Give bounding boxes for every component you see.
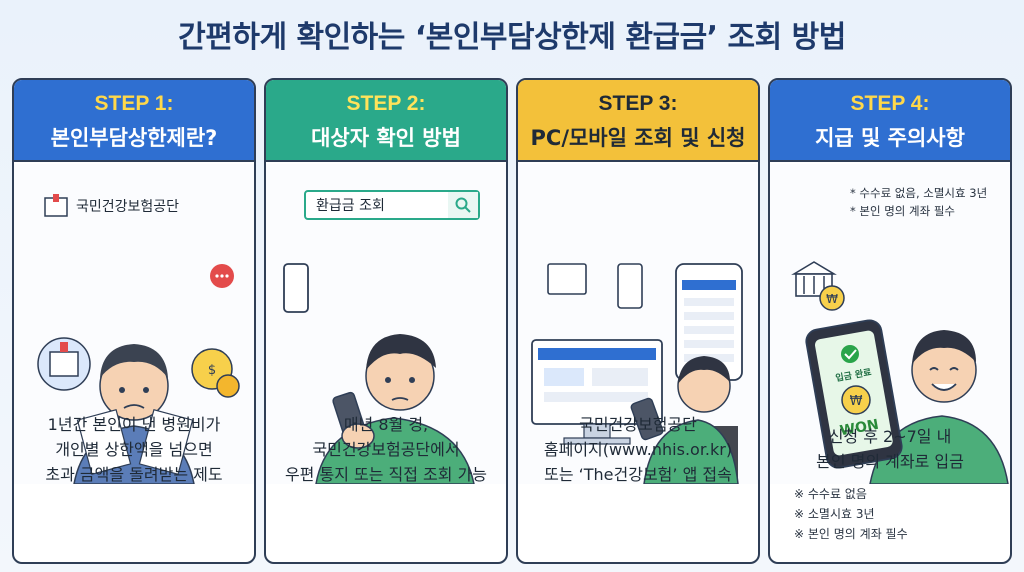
search-text: 환급금 조회 xyxy=(316,198,385,214)
phone-icon xyxy=(283,263,309,313)
desc-line: 또는 ‘The건강보험’ 앱 접속 xyxy=(544,465,732,484)
step-title: 지급 및 주의사항 xyxy=(815,126,965,150)
step-illustration-3 xyxy=(518,164,758,484)
step-header-4: STEP 4: 지급 및 주의사항 xyxy=(770,80,1010,162)
desc-line: 매년 8월 경, xyxy=(343,415,429,434)
check-icon xyxy=(841,345,859,363)
step-header-3: STEP 3: PC/모바일 조회 및 신청 xyxy=(518,80,758,162)
search-input[interactable]: 환급금 조회 xyxy=(304,190,480,220)
svg-text:₩: ₩ xyxy=(826,292,838,306)
step-label: STEP 2: xyxy=(346,92,426,115)
step-card-2: STEP 2: 대상자 확인 방법 환 xyxy=(264,78,508,564)
step-illustration-1: $ xyxy=(14,164,254,484)
desc-line: 개인별 상한액을 넘으면 xyxy=(55,440,213,459)
desc-line: 1년간 본인이 낸 병원비가 xyxy=(47,415,221,434)
desc-line: 신청 후 2~7일 내 xyxy=(828,427,952,446)
desc-line: 본인 명의 계좌로 입금 xyxy=(816,452,964,471)
step-label: STEP 1: xyxy=(94,92,174,115)
step-title: 본인부담상한제란? xyxy=(50,126,218,150)
desc-line: 우편 통지 또는 직접 조회 가능 xyxy=(284,465,488,484)
coin-icon: $ xyxy=(191,348,240,398)
search-icon xyxy=(455,197,471,213)
smiling-person-icon xyxy=(869,330,1009,484)
nhis-logo: 국민건강보험공단 xyxy=(42,192,179,220)
svg-text:$: $ xyxy=(208,363,216,378)
hospital-logo-icon xyxy=(44,194,68,217)
note-line: ※ 소멸시효 3년 xyxy=(794,507,875,521)
step-illustration-4: ₩ 입금 완료 xyxy=(770,164,1010,484)
step-description-1: 1년간 본인이 낸 병원비가 개인별 상한액을 넘으면 초과 금액을 돌려받는 … xyxy=(14,412,254,487)
desc-line: 초과 금액을 돌려받는 제도 xyxy=(45,465,223,484)
page-title: 간편하게 확인하는 ‘본인부담상한제 환급금’ 조회 방법 xyxy=(178,20,846,55)
desc-line: 국민건강보험공단 xyxy=(579,415,697,434)
svg-text:₩: ₩ xyxy=(850,394,863,409)
step-description-2: 매년 8월 경, 국민건강보험공단에서 우편 통지 또는 직접 조회 가능 xyxy=(266,412,506,487)
worried-person-icon xyxy=(73,344,195,484)
step-label: STEP 4: xyxy=(850,92,930,115)
fee-notes: * 수수료 없음, 소멸시효 3년 * 본인 명의 계좌 필수 xyxy=(850,184,987,220)
won-coin-icon: ₩ xyxy=(841,385,871,415)
won-text: WON xyxy=(839,417,880,440)
step-header-1: STEP 1: 본인부담상한제란? xyxy=(14,80,254,162)
step-card-3: STEP 3: PC/모바일 조회 및 신청 xyxy=(516,78,760,564)
person-with-phone-icon xyxy=(315,334,475,484)
won-coin-icon: ₩ xyxy=(819,285,845,311)
step-title: PC/모바일 조회 및 신청 xyxy=(530,126,746,150)
step-card-4: STEP 4: 지급 및 주의사항 ₩ xyxy=(768,78,1012,564)
chat-bubble-icon xyxy=(210,264,234,288)
note-line: ※ 수수료 없음 xyxy=(794,487,867,501)
note-line: * 본인 명의 계좌 필수 xyxy=(850,204,956,218)
step-card-1: STEP 1: 본인부담상한제란? $ xyxy=(12,78,256,564)
step-description-4: 신청 후 2~7일 내 본인 명의 계좌로 입금 xyxy=(770,424,1010,474)
search-button[interactable] xyxy=(448,192,478,218)
note-line: ※ 본인 명의 계좌 필수 xyxy=(794,527,908,541)
step-title: 대상자 확인 방법 xyxy=(311,126,461,150)
small-devices-icon xyxy=(547,263,643,309)
logo-label: 국민건강보험공단 xyxy=(76,199,180,215)
person-at-computer-icon xyxy=(630,356,739,484)
steps-container: STEP 1: 본인부담상한제란? $ xyxy=(12,78,1012,564)
note-line: * 수수료 없음, 소멸시효 3년 xyxy=(850,186,988,200)
step-header-2: STEP 2: 대상자 확인 방법 xyxy=(266,80,506,162)
caution-notes: ※ 수수료 없음 ※ 소멸시효 3년 ※ 본인 명의 계좌 필수 xyxy=(794,484,908,544)
step-description-3: 국민건강보험공단 홈페이지(www.nhis.or.kr) 또는 ‘The건강보… xyxy=(518,412,758,487)
desc-line: 국민건강보험공단에서 xyxy=(312,440,460,459)
desktop-monitor-icon xyxy=(531,339,663,445)
step-label: STEP 3: xyxy=(598,92,678,115)
hospital-icon xyxy=(37,337,91,391)
website-link[interactable]: 홈페이지(www.nhis.or.kr) xyxy=(543,440,733,459)
